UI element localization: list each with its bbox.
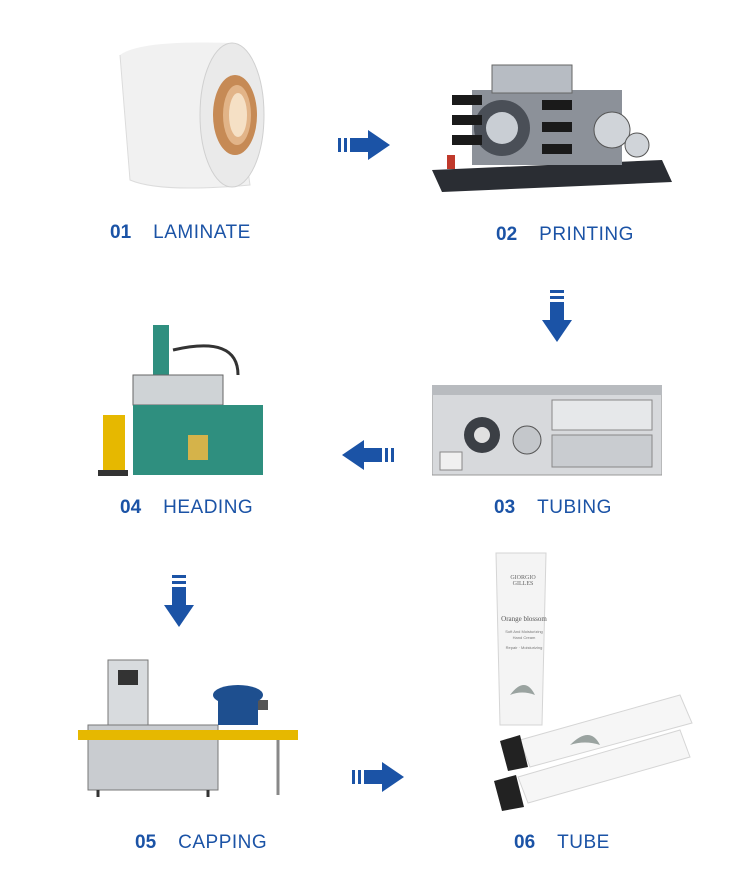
heading-machine-image: [98, 320, 268, 480]
printing-machine-image: [432, 60, 672, 200]
step-name: LAMINATE: [153, 222, 251, 243]
step-number: 01: [110, 222, 132, 243]
step-05-label: 05 CAPPING: [135, 832, 267, 854]
step-name: HEADING: [163, 497, 254, 518]
step-name: CAPPING: [178, 832, 268, 853]
step-name: TUBING: [537, 497, 612, 518]
arrow-right-icon: [352, 762, 404, 792]
step-number: 06: [514, 832, 536, 853]
tube-line-3: Repair · Moisturizing: [505, 645, 543, 650]
arrow-down-icon: [164, 575, 194, 627]
step-number: 04: [120, 497, 142, 518]
step-01-label: 01 LAMINATE: [110, 222, 251, 244]
tube-product-name: Orange blossom: [501, 615, 547, 623]
laminate-roll-image: [100, 35, 270, 195]
step-number: 05: [135, 832, 157, 853]
tube-line-1: Soft And Moisturizing: [505, 629, 543, 634]
tube-product-image: GIORGIO GILLES Orange blossom Soft And M…: [470, 545, 700, 815]
capping-machine-image: [78, 655, 298, 800]
arrow-left-icon: [342, 440, 394, 470]
step-name: TUBE: [557, 832, 610, 853]
tubing-machine-image: [432, 380, 662, 480]
step-number: 03: [494, 497, 516, 518]
step-number: 02: [496, 224, 518, 245]
tube-brand: GIORGIO GILLES: [510, 575, 536, 587]
step-06-label: 06 TUBE: [514, 832, 610, 854]
arrow-right-icon: [338, 130, 390, 160]
arrow-down-icon: [542, 290, 572, 342]
step-name: PRINTING: [539, 224, 634, 245]
step-02-label: 02 PRINTING: [496, 224, 634, 246]
step-03-label: 03 TUBING: [494, 497, 612, 519]
tube-line-2: Hand Cream: [512, 635, 536, 640]
step-04-label: 04 HEADING: [120, 497, 253, 519]
